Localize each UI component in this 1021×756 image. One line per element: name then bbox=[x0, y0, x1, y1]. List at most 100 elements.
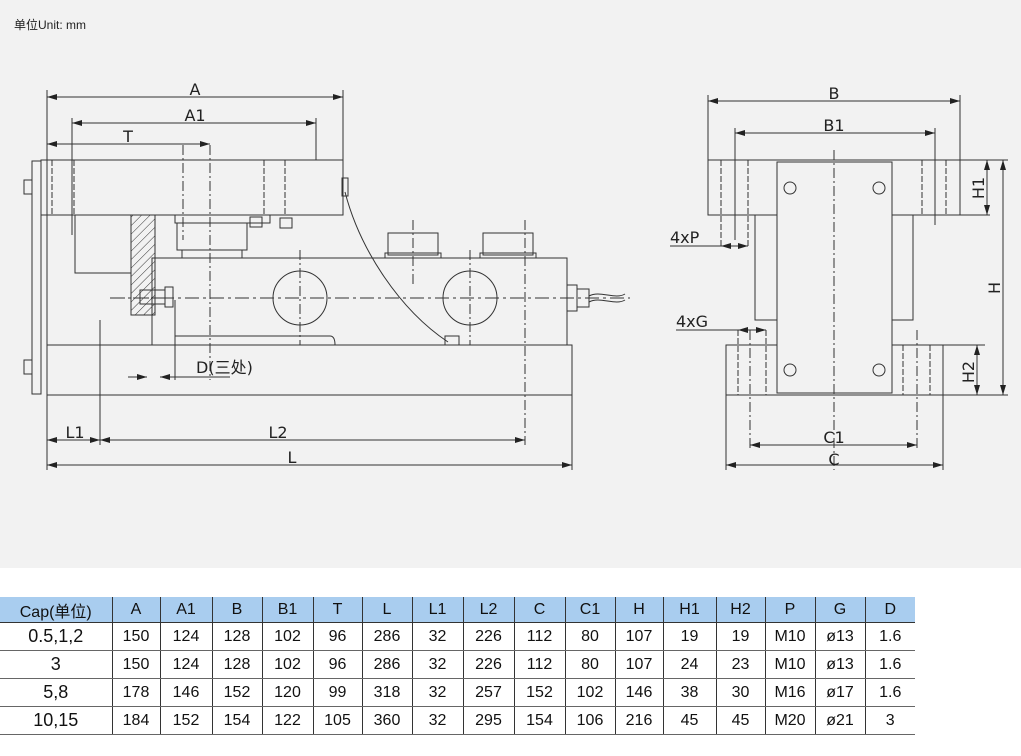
table-cell: 146 bbox=[159, 678, 212, 707]
table-cell: 152 bbox=[159, 706, 212, 735]
table-cell: 102 bbox=[261, 650, 313, 679]
table-cell: 286 bbox=[361, 650, 412, 679]
dim-label-a1: A1 bbox=[184, 106, 205, 125]
table-cell: 184 bbox=[111, 706, 160, 735]
table-cell: 32 bbox=[411, 650, 463, 679]
table-cell: 150 bbox=[111, 650, 160, 679]
table-cell: 107 bbox=[614, 650, 663, 679]
table-cell: 286 bbox=[361, 622, 412, 651]
table-cell: 32 bbox=[411, 678, 463, 707]
table-cell: 128 bbox=[211, 622, 262, 651]
table-cell: 3 bbox=[0, 650, 112, 679]
table-cell: 30 bbox=[715, 678, 765, 707]
column-header: H2 bbox=[715, 597, 765, 623]
table-cell: ø13 bbox=[814, 622, 865, 651]
dim-label-h1: H1 bbox=[969, 177, 988, 199]
end-view-labels: B B1 C1 C 4xP 4xG H H1 H2 bbox=[670, 84, 1004, 469]
table-cell: 150 bbox=[111, 622, 160, 651]
table-cell: 19 bbox=[662, 622, 716, 651]
column-header: B bbox=[211, 597, 262, 623]
table-cell: 178 bbox=[111, 678, 160, 707]
column-header: T bbox=[312, 597, 362, 623]
column-header: Cap(单位) bbox=[0, 597, 112, 623]
table-cell: M10 bbox=[764, 650, 815, 679]
table-cell: 124 bbox=[159, 650, 212, 679]
table-cell: 226 bbox=[462, 622, 514, 651]
table-cell: 45 bbox=[715, 706, 765, 735]
table-cell: 122 bbox=[261, 706, 313, 735]
table-cell: 146 bbox=[614, 678, 663, 707]
dim-label-l1: L1 bbox=[65, 423, 84, 442]
table-cell: 124 bbox=[159, 622, 212, 651]
dim-label-a: A bbox=[190, 80, 201, 99]
column-header: A bbox=[111, 597, 160, 623]
table-cell: 226 bbox=[462, 650, 514, 679]
side-view-labels: A A1 T L1 L2 L D(三处) bbox=[65, 80, 296, 467]
table-cell: 152 bbox=[513, 678, 565, 707]
table-cell: M10 bbox=[764, 622, 815, 651]
table-cell: 80 bbox=[564, 650, 615, 679]
table-cell: 360 bbox=[361, 706, 412, 735]
table-cell: ø13 bbox=[814, 650, 865, 679]
column-header: L2 bbox=[462, 597, 514, 623]
table-cell: 32 bbox=[411, 706, 463, 735]
table-cell: 112 bbox=[513, 650, 565, 679]
end-view bbox=[670, 95, 1008, 470]
dim-label-c1: C1 bbox=[823, 428, 844, 447]
table-cell: 154 bbox=[211, 706, 262, 735]
column-header: A1 bbox=[159, 597, 212, 623]
dim-label-c: C bbox=[828, 450, 839, 469]
column-header: L bbox=[361, 597, 412, 623]
dim-label-g: 4xG bbox=[676, 312, 708, 331]
table-cell: 120 bbox=[261, 678, 313, 707]
table-cell: 1.6 bbox=[864, 622, 915, 651]
table-cell: ø17 bbox=[814, 678, 865, 707]
table-cell: 5,8 bbox=[0, 678, 112, 707]
column-header: H1 bbox=[662, 597, 716, 623]
column-header: P bbox=[764, 597, 815, 623]
table-cell: 102 bbox=[261, 622, 313, 651]
table-cell: 1.6 bbox=[864, 650, 915, 679]
table-cell: 102 bbox=[564, 678, 615, 707]
dim-label-d: D(三处) bbox=[196, 358, 253, 377]
dim-label-b: B bbox=[829, 84, 840, 103]
table-cell: ø21 bbox=[814, 706, 865, 735]
table-cell: 128 bbox=[211, 650, 262, 679]
table-cell: M20 bbox=[764, 706, 815, 735]
dim-label-p: 4xP bbox=[670, 228, 700, 247]
table-cell: 96 bbox=[312, 650, 362, 679]
table-cell: 19 bbox=[715, 622, 765, 651]
column-header: G bbox=[814, 597, 865, 623]
dim-label-l2: L2 bbox=[268, 423, 287, 442]
table-cell: 23 bbox=[715, 650, 765, 679]
column-header: B1 bbox=[261, 597, 313, 623]
table-cell: 318 bbox=[361, 678, 412, 707]
column-header: L1 bbox=[411, 597, 463, 623]
table-cell: 152 bbox=[211, 678, 262, 707]
table-cell: 45 bbox=[662, 706, 716, 735]
table-cell: 112 bbox=[513, 622, 565, 651]
table-cell: 106 bbox=[564, 706, 615, 735]
table-cell: 3 bbox=[864, 706, 915, 735]
dim-label-t: T bbox=[122, 127, 133, 146]
table-cell: 99 bbox=[312, 678, 362, 707]
table-cell: 0.5,1,2 bbox=[0, 622, 112, 651]
table-cell: 295 bbox=[462, 706, 514, 735]
table-cell: 105 bbox=[312, 706, 362, 735]
table-cell: 216 bbox=[614, 706, 663, 735]
table-cell: 32 bbox=[411, 622, 463, 651]
dim-label-h: H bbox=[985, 282, 1004, 294]
table-cell: 24 bbox=[662, 650, 716, 679]
table-cell: 96 bbox=[312, 622, 362, 651]
side-view bbox=[23, 90, 630, 470]
table-cell: M16 bbox=[764, 678, 815, 707]
table-cell: 1.6 bbox=[864, 678, 915, 707]
dim-label-h2: H2 bbox=[959, 361, 978, 383]
table-cell: 38 bbox=[662, 678, 716, 707]
table-cell: 154 bbox=[513, 706, 565, 735]
